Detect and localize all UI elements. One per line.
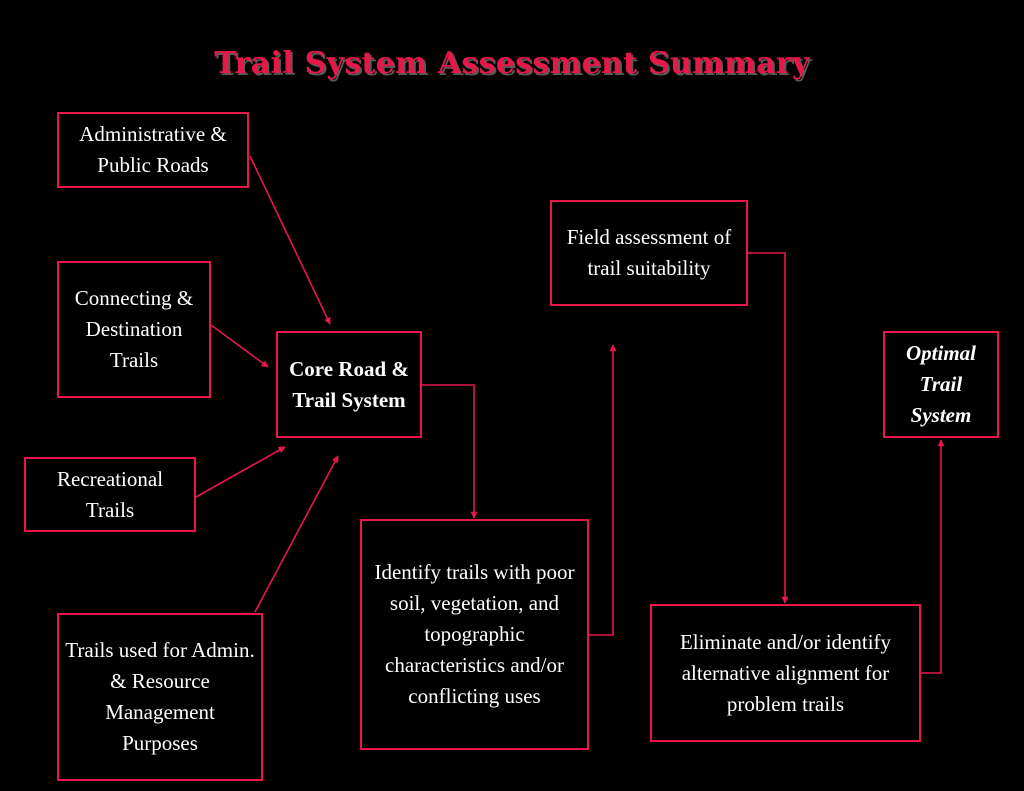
node-recreational-trails: Recreational Trails (24, 457, 196, 532)
arrow-connecting-to-core (210, 324, 269, 368)
node-connecting-destination-trails: Connecting & Destination Trails (57, 261, 211, 398)
node-admin-resource-trails: Trails used for Admin. & Resource Manage… (57, 613, 263, 781)
node-core-road-trail-system-label: Core Road & Trail System (289, 356, 409, 412)
arrow-recreational-to-core (195, 446, 286, 498)
arrow-core-to-identify (422, 384, 478, 519)
arrow-identify-to-field (589, 344, 617, 636)
node-connecting-destination-trails-label: Connecting & Destination Trails (74, 286, 194, 372)
node-recreational-trails-label: Recreational Trails (56, 466, 164, 522)
arrow-admin-resource-to-core (254, 455, 339, 613)
node-field-assessment-label: Field assessment of trail suitability (566, 225, 732, 280)
node-identify-poor-trails-label: Identify trails with poor soil, vegetati… (374, 560, 575, 708)
node-field-assessment: Field assessment of trail suitability (550, 200, 748, 306)
node-core-road-trail-system: Core Road & Trail System (276, 331, 422, 438)
node-eliminate-alternative: Eliminate and/or identify alternative al… (650, 604, 921, 742)
node-admin-public-roads-label: Administrative & Public Roads (79, 122, 227, 177)
node-eliminate-alternative-label: Eliminate and/or identify alternative al… (679, 629, 892, 716)
node-optimal-trail-system-label: Optimal Trail System (905, 341, 976, 427)
arrow-field-to-eliminate (748, 252, 789, 604)
arrow-eliminate-to-optimal (921, 439, 945, 674)
node-admin-public-roads: Administrative & Public Roads (57, 112, 249, 188)
node-admin-resource-trails-label: Trails used for Admin. & Resource Manage… (65, 638, 255, 755)
arrow-admin-roads-to-core (249, 155, 331, 325)
page-title: Trail System Assessment Summary (214, 46, 810, 81)
node-optimal-trail-system: Optimal Trail System (883, 331, 999, 438)
node-identify-poor-trails: Identify trails with poor soil, vegetati… (360, 519, 589, 750)
